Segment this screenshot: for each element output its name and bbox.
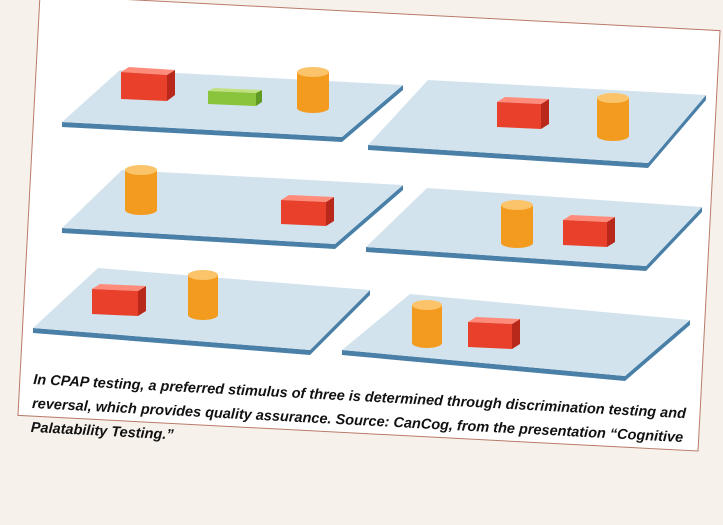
green-box-1	[208, 88, 262, 106]
tray-3-edge	[335, 185, 403, 249]
tray-5	[33, 268, 370, 355]
red-box-6	[468, 317, 520, 349]
orange-cylinder-2	[597, 93, 629, 141]
tray-4-edge	[646, 207, 702, 271]
red-box-2	[497, 97, 549, 129]
orange-cylinder-6	[412, 300, 442, 348]
tray-2-edge-front	[368, 145, 648, 168]
tray-5-edge	[310, 290, 370, 355]
tray-6-edge-front	[342, 350, 625, 381]
orange-cylinder-4	[501, 200, 533, 248]
tray-4-edge-front	[366, 247, 646, 271]
red-box-1	[121, 67, 175, 101]
tray-4	[366, 188, 702, 271]
tray-3-edge-front	[62, 228, 335, 249]
tray-3	[62, 165, 403, 249]
red-box-4	[563, 215, 615, 247]
tray-5-edge-front	[33, 328, 310, 355]
tray-2	[368, 80, 706, 168]
red-box-3	[281, 195, 334, 226]
tray-1-edge-front	[62, 122, 342, 142]
orange-cylinder-3	[125, 165, 157, 215]
tray-6	[342, 294, 690, 381]
tray-1-edge	[342, 85, 403, 142]
tray-4-surface	[366, 188, 702, 266]
tray-6-edge	[625, 320, 690, 381]
tray-1	[62, 67, 403, 142]
red-box-5	[92, 284, 146, 316]
tray-2-edge	[648, 95, 706, 168]
orange-cylinder-5	[188, 270, 218, 320]
orange-cylinder-1	[297, 67, 329, 113]
